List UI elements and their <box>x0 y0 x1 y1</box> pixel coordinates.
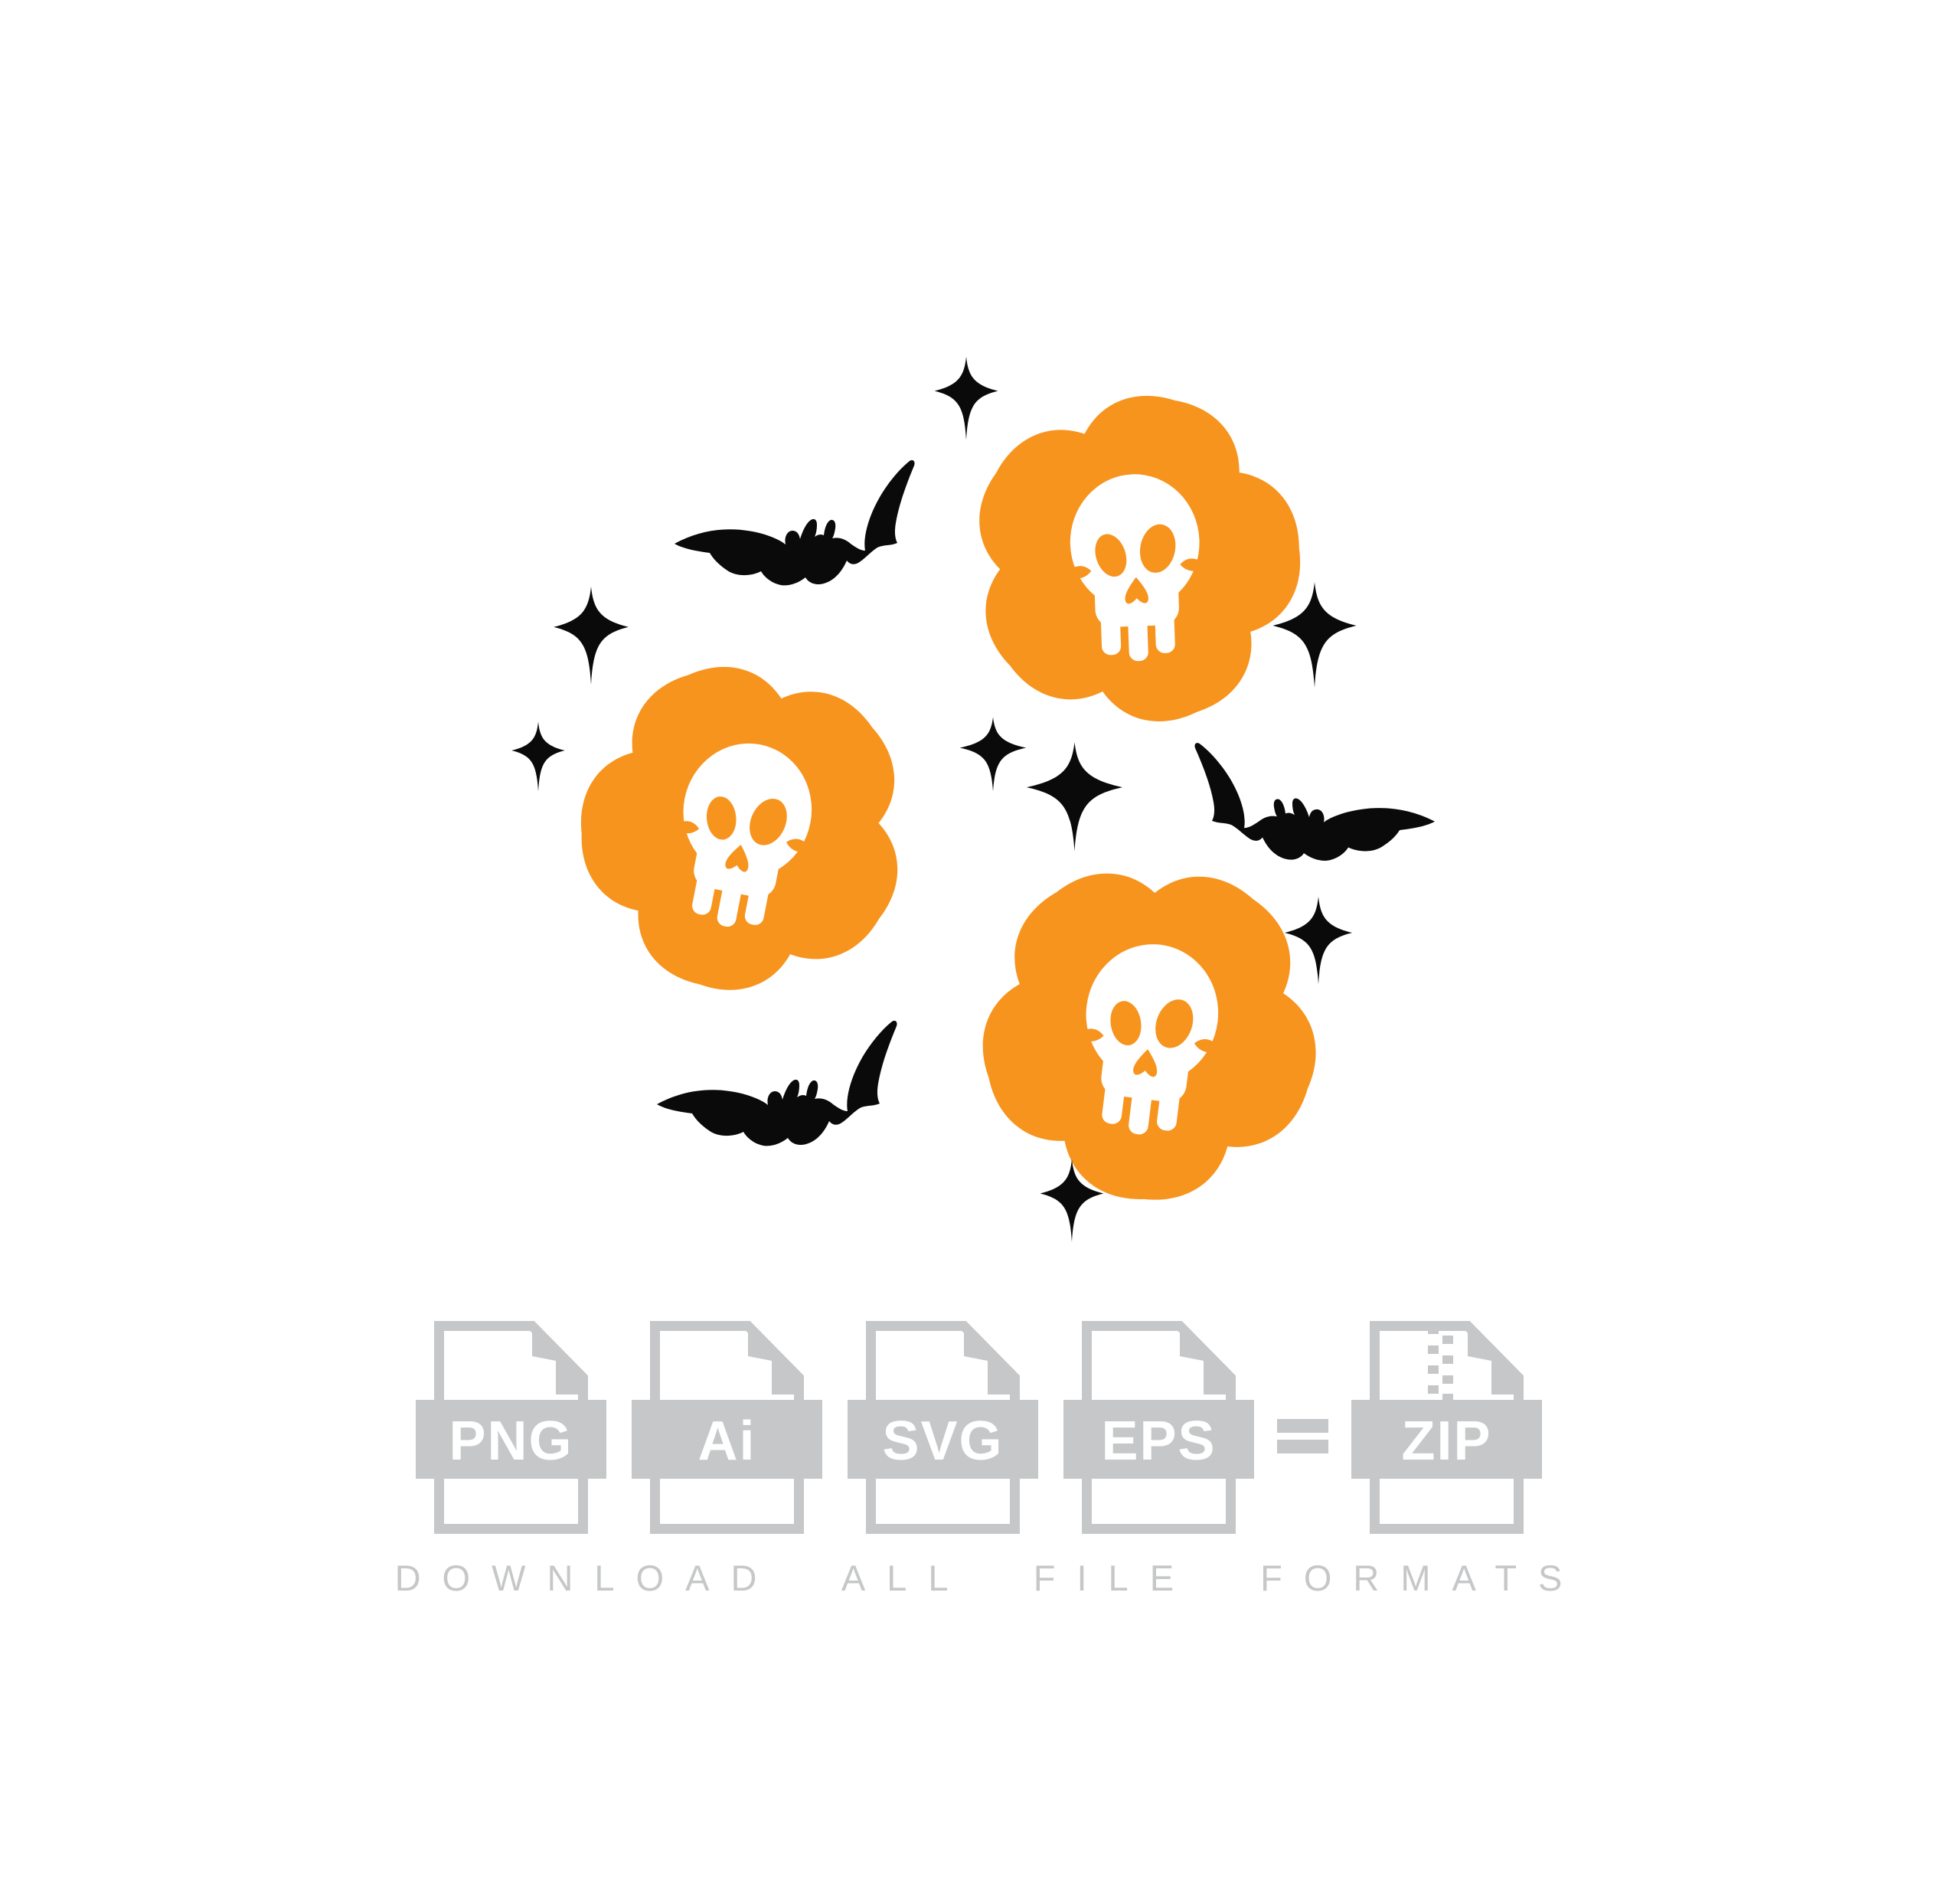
file-icon-svg: SVG <box>848 1325 1038 1529</box>
format-label-png: PNG <box>449 1411 573 1472</box>
file-icon-eps: EPS <box>1063 1325 1254 1529</box>
sparkle-icon-left-upper <box>554 587 629 685</box>
format-label-zip: ZIP <box>1401 1411 1491 1472</box>
skull-flower-left <box>519 613 975 1058</box>
format-label-svg: SVG <box>882 1411 1003 1472</box>
skull-flower-bottom <box>890 785 1400 1292</box>
sparkle-icon-left-small <box>511 721 565 792</box>
format-band <box>1351 1400 1542 1479</box>
equals-icon <box>1277 1419 1328 1453</box>
download-caption: DOWNLOAD ALL FILE FORMATS <box>395 1558 1584 1598</box>
skull-flower-top <box>916 356 1352 780</box>
file-icon-zip: ZIP <box>1351 1325 1542 1529</box>
format-band <box>632 1400 822 1479</box>
format-band <box>848 1400 1038 1479</box>
sparkle-icon-center-large <box>1026 742 1123 852</box>
sparkle-icon-center-small <box>959 717 1027 792</box>
format-band <box>416 1400 606 1479</box>
file-icon-ai: Ai <box>632 1325 822 1529</box>
format-label-eps: EPS <box>1101 1411 1216 1472</box>
zipper-icon <box>1428 1326 1453 1401</box>
halloween-artwork <box>511 356 1435 1292</box>
format-label-ai: Ai <box>698 1411 756 1472</box>
bat-icon-bottom-left <box>657 1020 897 1146</box>
sparkle-icon-top <box>934 356 998 440</box>
bat-icon-right <box>1194 743 1435 861</box>
format-band <box>1063 1400 1254 1479</box>
bat-icon-top-left <box>675 459 915 586</box>
sparkle-icon-right-lower <box>1284 896 1353 985</box>
file-icon-png: PNG <box>416 1325 606 1529</box>
file-format-row: PNG Ai SVG EPS <box>416 1325 1542 1529</box>
